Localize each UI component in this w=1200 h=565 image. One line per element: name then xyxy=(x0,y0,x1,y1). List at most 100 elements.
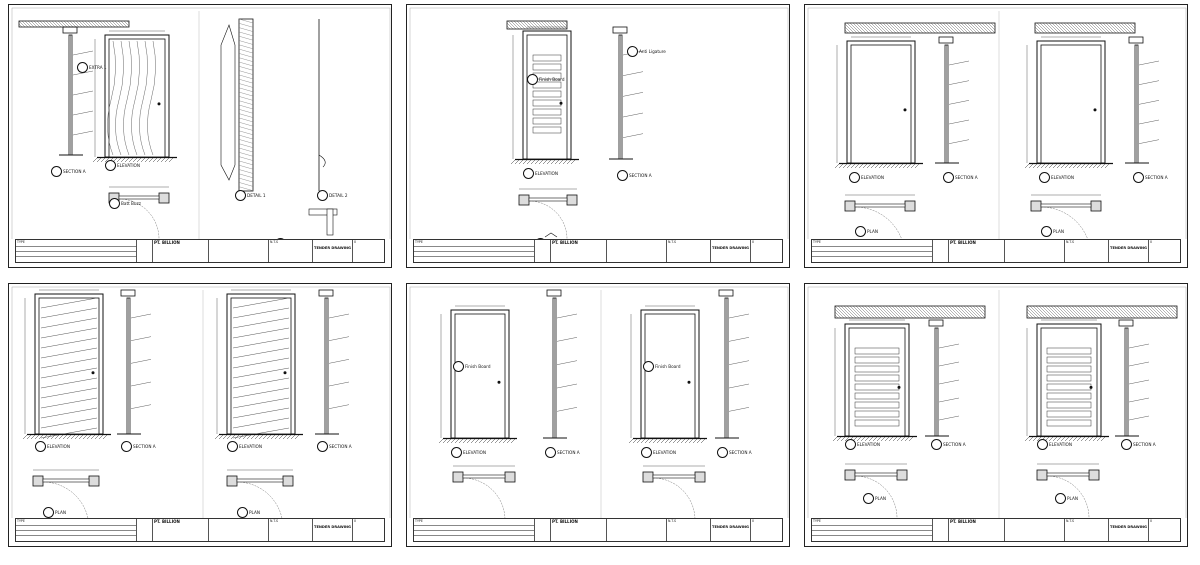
door-elevation-right xyxy=(214,289,303,440)
callout-bubble xyxy=(227,441,238,452)
callout-bubble xyxy=(1121,439,1132,450)
view-label: ELEVATION xyxy=(861,175,884,180)
title-block-type: TYPE xyxy=(415,240,423,244)
callout-bubble xyxy=(35,441,46,452)
view-label: SECTION A xyxy=(133,444,156,449)
section-a-left xyxy=(935,36,970,164)
view-label: SECTION A xyxy=(955,175,978,180)
callout-bubble xyxy=(845,439,856,450)
door-elevation-right xyxy=(1024,36,1113,169)
callout-bubble xyxy=(1041,226,1052,237)
view-label: SECTION A xyxy=(557,450,580,455)
title-block-cell xyxy=(932,240,948,262)
callout-bubble xyxy=(51,166,62,177)
callout-bubble xyxy=(717,447,728,458)
callout-bubble xyxy=(641,447,652,458)
door-elevation-drawing xyxy=(510,26,579,165)
section-a-right xyxy=(315,289,350,435)
sheet-drawing-area xyxy=(11,286,391,518)
callout-bubble xyxy=(235,190,246,201)
detail-1-jamb xyxy=(238,18,254,192)
title-block-cell xyxy=(136,240,152,262)
title-block-cell xyxy=(932,519,948,541)
view-label: ELEVATION xyxy=(117,163,140,168)
title-block-rev: 0 xyxy=(750,240,784,262)
title-block-company: PT. BILLION xyxy=(948,519,1004,541)
title-block-rev: 0 xyxy=(352,519,386,541)
view-label: Finish Board xyxy=(655,364,681,369)
wall-top-hatch-right xyxy=(1026,305,1178,319)
callout-bubble xyxy=(1133,172,1144,183)
section-a-drawing xyxy=(59,26,94,156)
plan-right xyxy=(226,469,294,518)
callout-bubble xyxy=(931,439,942,450)
title-block-rev: 0 xyxy=(1148,519,1182,541)
door-elevation-right xyxy=(1024,319,1109,442)
callout-bubble xyxy=(317,441,328,452)
title-block-cell xyxy=(606,519,666,541)
callout-bubble xyxy=(43,507,54,518)
callout-bubble xyxy=(943,172,954,183)
title-block-cell xyxy=(208,519,268,541)
callout-bubble xyxy=(121,441,132,452)
plan-left xyxy=(452,465,516,518)
callout-bubble xyxy=(453,361,464,372)
view-label: PLAN xyxy=(55,510,66,515)
plan-drawing xyxy=(518,188,578,239)
door-elevation-right xyxy=(628,305,707,444)
view-label: ELEVATION xyxy=(857,442,880,447)
strike-plate-drawing xyxy=(308,208,338,216)
view-label: PLAN xyxy=(249,510,260,515)
view-label: PLAN xyxy=(867,229,878,234)
view-label: DETAIL 2 xyxy=(329,193,348,198)
view-label: SECTION A xyxy=(63,169,86,174)
view-label: EXTRA 1 xyxy=(89,65,107,70)
callout-bubble xyxy=(849,172,860,183)
section-a-right xyxy=(1115,319,1150,437)
view-label: ELEVATION xyxy=(463,450,486,455)
title-block-scale: N.T.S xyxy=(666,519,710,541)
wall-top-hatch xyxy=(506,20,568,30)
title-block-scale: N.T.S xyxy=(1064,519,1108,541)
title-block-company: PT. BILLION xyxy=(550,240,606,262)
callout-bubble xyxy=(545,447,556,458)
section-a-left xyxy=(117,289,152,435)
section-a-left xyxy=(925,319,960,437)
title-block-type: TYPE xyxy=(813,519,821,523)
callout-bubble xyxy=(109,198,120,209)
view-label: DETAIL 1 xyxy=(247,193,266,198)
title-block-cell xyxy=(208,240,268,262)
title-block-cell xyxy=(1004,519,1064,541)
detail-1-profile xyxy=(220,24,236,181)
view-label: SECTION A xyxy=(629,173,652,178)
title-block-drawing: TENDER DRAWING xyxy=(710,240,750,262)
door-elevation-left xyxy=(22,289,111,440)
callout-bubble xyxy=(855,226,866,237)
view-label: ELEVATION xyxy=(1051,175,1074,180)
plan-right xyxy=(642,465,706,518)
title-block-type: TYPE xyxy=(415,519,423,523)
title-block-drawing: TENDER DRAWING xyxy=(312,240,352,262)
title-block-type: TYPE xyxy=(17,519,25,523)
plan-right xyxy=(1030,194,1102,239)
section-a-right xyxy=(715,289,750,439)
title-block-cell xyxy=(606,240,666,262)
callout-bubble xyxy=(1055,493,1066,504)
title-block-cell xyxy=(534,519,550,541)
title-block-rev: 0 xyxy=(352,240,386,262)
view-label: PLAN xyxy=(1067,496,1078,501)
section-a-right xyxy=(1125,36,1160,164)
callout-bubble xyxy=(627,46,638,57)
title-block-scale: N.T.S xyxy=(268,240,312,262)
title-block-rev: 0 xyxy=(750,519,784,541)
plan-left xyxy=(32,469,100,518)
view-label: SECTION A xyxy=(729,450,752,455)
wall-top-hatch xyxy=(18,20,130,28)
view-label: PLAN xyxy=(1053,229,1064,234)
